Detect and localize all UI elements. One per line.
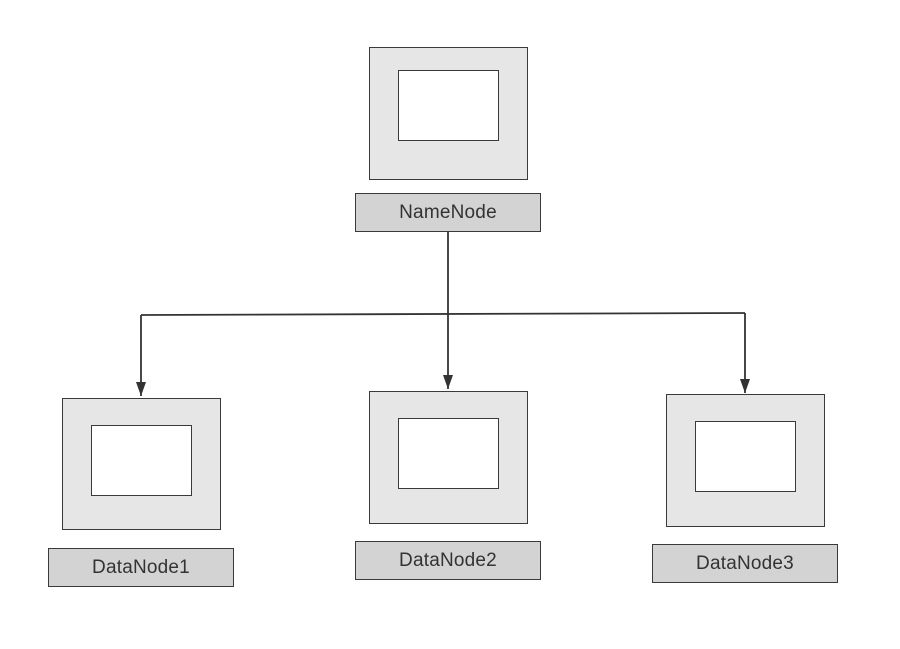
namenode-screen	[398, 70, 499, 141]
datanode2-label: DataNode2	[355, 541, 541, 580]
datanode2-computer-icon	[369, 391, 528, 524]
arrowhead-datanode2	[443, 375, 453, 389]
arrowhead-datanode3	[740, 379, 750, 393]
connector-horizontal-bus	[140, 312, 746, 316]
datanode3-screen	[695, 421, 796, 492]
datanode1-computer-icon	[62, 398, 221, 530]
datanode3-computer-icon	[666, 394, 825, 527]
namenode-computer-icon	[369, 47, 528, 180]
arrowhead-datanode1	[136, 382, 146, 396]
datanode1-screen	[91, 425, 192, 496]
namenode-label: NameNode	[355, 193, 541, 232]
datanode3-label: DataNode3	[652, 544, 838, 583]
datanode2-screen	[398, 418, 499, 489]
datanode1-label: DataNode1	[48, 548, 234, 587]
